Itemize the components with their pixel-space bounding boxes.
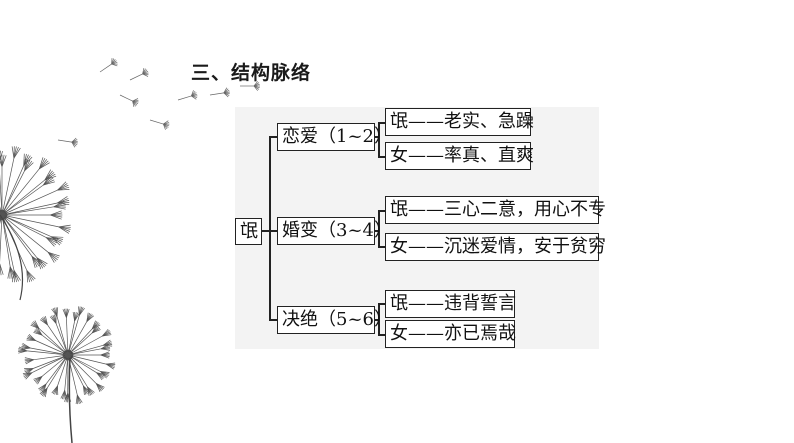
leaf-node: 女——亦已焉哉 bbox=[385, 320, 516, 348]
connector-sub-1-vertical bbox=[378, 122, 380, 157]
large-dandelion-icon bbox=[0, 146, 71, 283]
connector-branch-3 bbox=[269, 319, 278, 321]
small-dandelion-icon bbox=[18, 306, 116, 405]
connector-sub-3 bbox=[374, 319, 379, 321]
branch-node-breakup: 决绝（5~6） bbox=[277, 306, 392, 334]
connector-leaf bbox=[378, 210, 386, 212]
connector-branch-1 bbox=[269, 136, 278, 138]
connector-leaf bbox=[378, 156, 386, 158]
dandelion-stem bbox=[68, 357, 73, 443]
leaf-node: 女——沉迷爱情，安于贫穷 bbox=[385, 233, 606, 261]
leaf-node: 氓——违背誓言 bbox=[385, 290, 516, 318]
section-heading: 三、结构脉络 bbox=[191, 62, 312, 84]
connector-sub-2-vertical bbox=[378, 210, 380, 248]
connector-sub-1 bbox=[374, 136, 379, 138]
root-node: 氓 bbox=[235, 218, 262, 245]
connector-root bbox=[261, 230, 270, 232]
connector-leaf bbox=[378, 334, 386, 336]
connector-sub-3-vertical bbox=[378, 303, 380, 336]
connector-leaf bbox=[378, 303, 386, 305]
connector-trunk bbox=[269, 136, 271, 320]
connector-sub-2 bbox=[374, 230, 379, 232]
leaf-node: 女——率真、直爽 bbox=[385, 142, 534, 170]
leaf-node: 氓——老实、急躁 bbox=[385, 108, 534, 136]
connector-leaf bbox=[378, 122, 386, 124]
dandelion-stem bbox=[0, 214, 23, 301]
connector-leaf bbox=[378, 246, 386, 248]
flying-seeds-icon bbox=[57, 58, 260, 148]
branch-node-marriage-change: 婚变（3~4） bbox=[277, 217, 392, 245]
leaf-node: 氓——三心二意，用心不专 bbox=[385, 196, 606, 224]
branch-node-romance: 恋爱（1~2） bbox=[277, 123, 392, 151]
connector-branch-2 bbox=[269, 230, 278, 232]
